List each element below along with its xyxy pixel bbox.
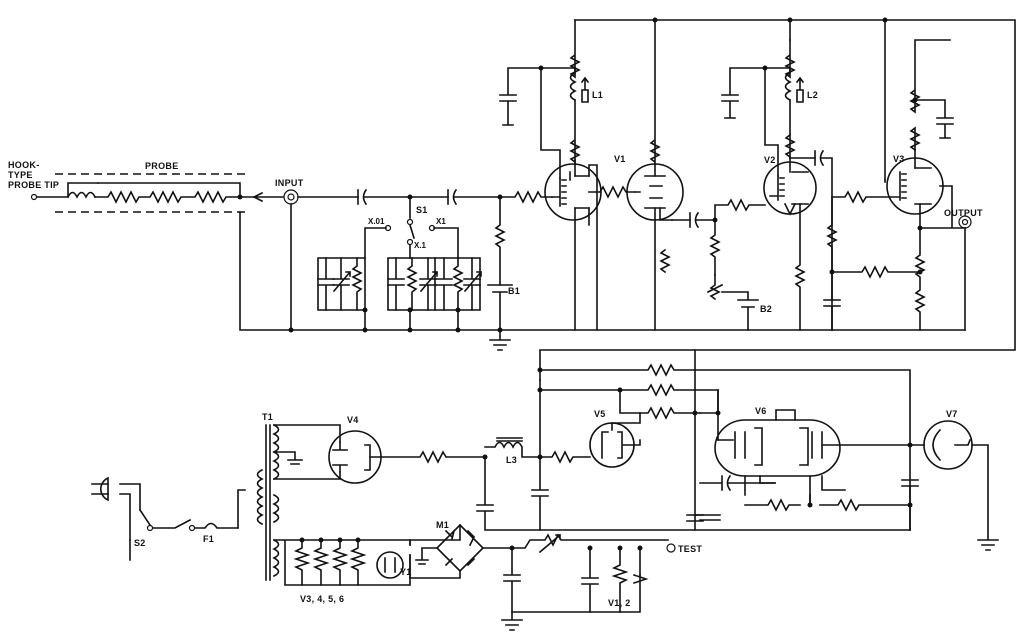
bias-potentiometer <box>706 274 724 301</box>
meter-ground-icon <box>501 611 523 631</box>
grid-resistor-v3 <box>831 190 889 204</box>
t1-core-icon <box>265 424 271 581</box>
v7-label: V7 <box>946 409 958 419</box>
v4-label: V4 <box>347 415 359 425</box>
v1-tube-icon-a <box>544 163 602 221</box>
b2-battery-icon <box>721 291 759 331</box>
v1-label: V1 <box>614 154 626 164</box>
l2-adjust-icon <box>795 76 805 103</box>
variable-capacitor-icon <box>317 257 483 311</box>
l1-adjust-icon <box>580 76 590 103</box>
f1-fuse-icon <box>129 518 239 561</box>
range-x1-label: X1 <box>436 217 446 226</box>
probe-label: PROBE <box>145 161 179 171</box>
v6-label: V6 <box>755 406 767 416</box>
v1-interstage-resistor <box>588 185 636 199</box>
output-label: OUTPUT <box>944 208 983 218</box>
probe-resistor-chain <box>94 190 241 204</box>
signal-arrow-icon <box>252 191 264 203</box>
l3-label: L3 <box>506 455 517 465</box>
probe-tip-label-1: HOOK- <box>8 160 40 170</box>
line-plug-icon <box>100 476 109 502</box>
bridge-cap <box>699 474 776 492</box>
plate-resistor-2 <box>784 133 796 159</box>
l1-label: L1 <box>592 90 603 100</box>
probe-tip-terminal <box>30 193 38 201</box>
feedback-cap <box>789 157 833 331</box>
b2-label: B2 <box>760 304 772 314</box>
chassis-ground-icon <box>971 444 999 551</box>
l2-coil-icon <box>784 67 792 102</box>
f1-label: F1 <box>203 534 214 544</box>
range-x01-label: X.01 <box>368 217 385 226</box>
input-label: INPUT <box>275 178 304 188</box>
probe-bypass-wire <box>97 182 241 198</box>
b1-label: B1 <box>508 286 520 296</box>
range-x-1-label: X.1 <box>414 241 427 250</box>
y1-label: Y1 <box>400 567 412 577</box>
decoupling-cap-2 <box>721 67 791 119</box>
v3-tube: V3 <box>886 149 966 229</box>
v3-label: V3 <box>893 154 905 164</box>
heater-filaments-icon <box>293 539 367 586</box>
plate-resistor-1 <box>569 99 581 164</box>
probe-tip-label-2: TYPE <box>8 170 33 180</box>
heaters-label: V3, 4, 5, 6 <box>300 594 344 604</box>
l2-label: L2 <box>807 90 818 100</box>
power-supply: S2 F1 T1 V4 L3 V5 <box>91 349 999 631</box>
probe-section: HOOK- TYPE PROBE TIP PROBE <box>8 160 245 213</box>
grid-stopper-resistor <box>499 190 553 204</box>
m1-label: M1 <box>436 520 449 530</box>
input-attenuator: S1 X.1 X.01 X1 <box>297 188 503 331</box>
b1-battery-icon <box>487 284 513 331</box>
decoupling-cap-1 <box>499 67 576 126</box>
probe-coil-icon <box>66 191 97 199</box>
test-label: TEST <box>678 544 702 554</box>
input-jack-icon <box>283 189 299 205</box>
l1-coil-icon <box>569 67 577 102</box>
plate-resistor-3 <box>909 39 951 152</box>
l3-choke-icon <box>484 441 541 458</box>
v5-label: V5 <box>594 409 606 419</box>
v12-label: V1, 2 <box>608 598 631 608</box>
test-jack-icon <box>666 543 676 553</box>
s1-switch-icon <box>406 218 414 226</box>
probe-tip-label-3: PROBE TIP <box>8 180 59 190</box>
decoupling-cap-3 <box>914 99 954 139</box>
y1-pilot-lamp-icon <box>376 551 404 579</box>
v2-tube: V2 <box>763 155 817 331</box>
v2-label: V2 <box>764 155 776 165</box>
t1-label: T1 <box>262 412 273 422</box>
probe-tip-wire <box>36 182 99 198</box>
cathode-resistor-3 <box>914 227 926 331</box>
plate-resistor-1b <box>649 19 661 165</box>
grid-resistor-icon <box>494 196 506 286</box>
ground-bus-top <box>239 211 966 331</box>
ground-icon <box>489 329 511 351</box>
s1-label: S1 <box>416 205 428 215</box>
filter-network <box>369 450 911 531</box>
s2-label: S2 <box>134 538 146 548</box>
v1-tube: V1 <box>544 154 684 331</box>
b-plus-rail <box>539 19 1016 381</box>
